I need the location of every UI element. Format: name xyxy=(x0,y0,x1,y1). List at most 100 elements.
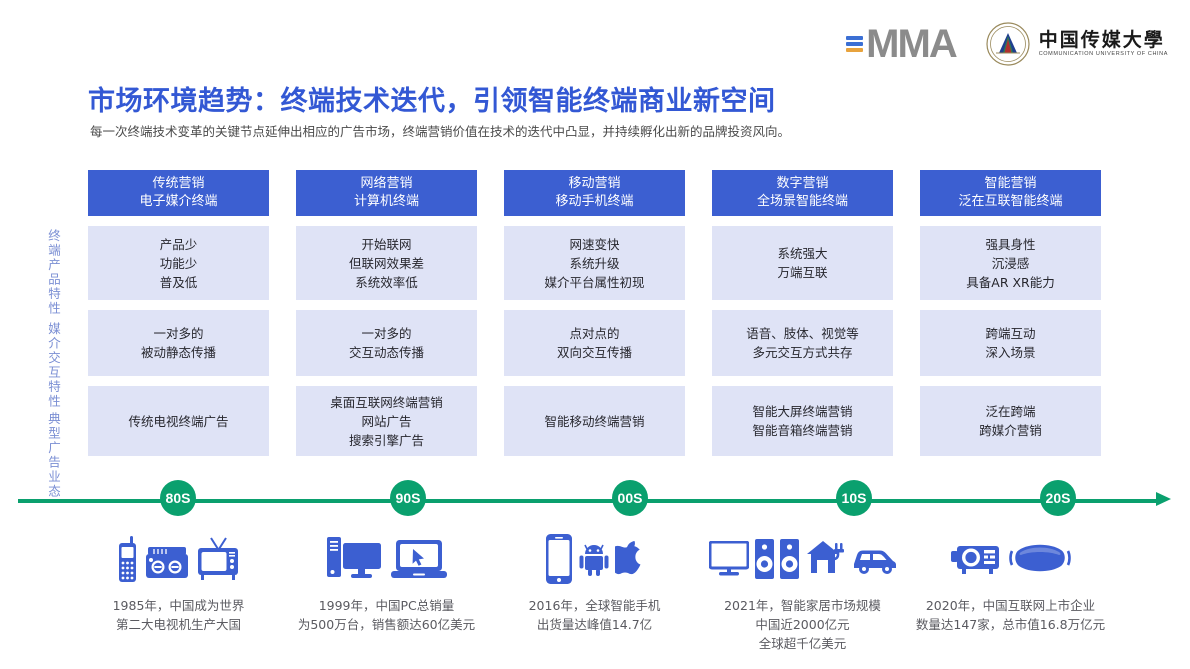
product-cell-1: 开始联网但联网效果差系统效率低 xyxy=(296,226,477,300)
stage-header-line1: 移动营销 xyxy=(568,175,621,191)
matrix-row-adform: 传统电视终端广告 桌面互联网终端营销网站广告搜索引擎广告 智能移动终端营销 智能… xyxy=(88,386,1158,456)
interaction-lines-2: 点对点的双向交互传播 xyxy=(556,326,632,360)
apple-icon xyxy=(614,541,640,575)
mma-wordmark: MMA xyxy=(866,22,958,66)
timeline: 80S 90S 00S 10S 20S xyxy=(18,480,1178,516)
cuc-name-block: 中国传媒大學 COMMUNICATION UNIVERSITY OF CHINA xyxy=(1038,28,1168,58)
timeline-node-20s[interactable]: 20S xyxy=(1040,480,1076,516)
era-icons-4 xyxy=(950,528,1071,590)
adform-cell-4: 泛在跨端跨媒介营销 xyxy=(920,386,1101,456)
stage-header-3: 数字营销全场景智能终端 xyxy=(712,170,893,216)
android-icon xyxy=(579,544,608,576)
stage-header-0: 传统营销电子媒介终端 xyxy=(88,170,269,216)
interaction-lines-1: 一对多的交互动态传播 xyxy=(348,326,424,360)
stage-header-line2: 泛在互联智能终端 xyxy=(958,194,1063,209)
mma-bars-icon xyxy=(846,36,864,52)
product-cell-0: 产品少功能少普及低 xyxy=(88,226,269,300)
era-group-1: 1999年，中国PC总销量为500万台，销售额达60亿美元 xyxy=(296,528,477,653)
stage-header-line1: 数字营销 xyxy=(776,175,829,191)
page-subtitle: 每一次终端技术变革的关键节点延伸出相应的广告市场，终端营销价值在技术的迭代中凸显… xyxy=(90,124,791,139)
product-lines-1: 开始联网但联网效果差系统效率低 xyxy=(348,236,424,290)
speaker-icon xyxy=(779,539,799,579)
era-group-4: 2020年，中国互联网上市企业数量达147家，总市值16.8万亿元 xyxy=(916,528,1105,653)
timeline-node-00s[interactable]: 00S xyxy=(612,480,648,516)
matrix-row-product: 产品少功能少普及低 开始联网但联网效果差系统效率低 网速变快系统升级媒介平台属性… xyxy=(88,226,1158,300)
adform-lines-4: 泛在跨端跨媒介营销 xyxy=(979,404,1042,438)
era-caption-4: 2020年，中国互联网上市企业数量达147家，总市值16.8万亿元 xyxy=(915,598,1106,632)
stage-header-line2: 电子媒介终端 xyxy=(139,194,218,209)
stage-header-4: 智能营销泛在互联智能终端 xyxy=(920,170,1101,216)
row-label-interaction: 媒介交互特性 xyxy=(46,322,61,409)
stage-header-1: 网络营销计算机终端 xyxy=(296,170,477,216)
adform-lines-2: 智能移动终端营销 xyxy=(544,413,645,429)
interaction-cell-4: 跨端互动深入场景 xyxy=(920,310,1101,376)
stage-header-line2: 全场景智能终端 xyxy=(756,194,848,209)
interaction-cell-1: 一对多的交互动态传播 xyxy=(296,310,477,376)
product-lines-3: 系统强大万端互联 xyxy=(777,246,828,280)
speaker-icon xyxy=(754,539,774,579)
page-title: 市场环境趋势：终端技术迭代，引领智能终端商业新空间 xyxy=(88,86,776,117)
interaction-lines-3: 语音、肢体、视觉等多元交互方式共存 xyxy=(746,326,859,360)
product-lines-2: 网速变快系统升级媒介平台属性初现 xyxy=(544,236,645,290)
timeline-node-90s[interactable]: 90S xyxy=(390,480,426,516)
row-label-adform: 典型广告业态 xyxy=(46,412,61,499)
era-group-3: 2021年，智能家居市场规模中国近2000亿元全球超千亿美元 xyxy=(708,528,896,653)
product-cell-4: 强具身性沉浸感具备AR XR能力 xyxy=(920,226,1101,300)
projector-icon xyxy=(950,546,999,574)
product-lines-0: 产品少功能少普及低 xyxy=(159,236,198,290)
laptop-cursor-icon xyxy=(390,540,447,578)
smart-tv-icon xyxy=(708,541,749,576)
adform-lines-0: 传统电视终端广告 xyxy=(128,413,229,429)
cuc-logo: 中国传媒大學 COMMUNICATION UNIVERSITY OF CHINA xyxy=(986,22,1168,66)
adform-cell-1: 桌面互联网终端营销网站广告搜索引擎广告 xyxy=(296,386,477,456)
era-icons-1 xyxy=(326,528,447,590)
adform-cell-0: 传统电视终端广告 xyxy=(88,386,269,456)
interaction-lines-0: 一对多的被动静态传播 xyxy=(140,326,216,360)
row-label-axis: 终端产品特性 媒介交互特性 典型广告业态 xyxy=(44,228,70,500)
timeline-node-10s[interactable]: 10S xyxy=(836,480,872,516)
mobile-phone-icon xyxy=(118,536,136,582)
timeline-line xyxy=(18,499,1158,503)
era-illustrations: 1985年，中国成为世界第二大电视机生产大国 xyxy=(88,528,1158,653)
stage-matrix: 传统营销电子媒介终端 网络营销计算机终端 移动营销移动手机终端 数字营销全场景智… xyxy=(88,170,1158,456)
era-group-0: 1985年，中国成为世界第二大电视机生产大国 xyxy=(88,528,269,653)
era-caption-1: 1999年，中国PC总销量为500万台，销售额达60亿美元 xyxy=(297,598,476,632)
interaction-cell-2: 点对点的双向交互传播 xyxy=(504,310,685,376)
desktop-computer-icon xyxy=(326,537,381,578)
timeline-node-80s[interactable]: 80S xyxy=(160,480,196,516)
adform-cell-2: 智能移动终端营销 xyxy=(504,386,685,456)
product-lines-4: 强具身性沉浸感具备AR XR能力 xyxy=(966,236,1055,290)
stage-header-line2: 计算机终端 xyxy=(353,194,419,209)
product-cell-2: 网速变快系统升级媒介平台属性初现 xyxy=(504,226,685,300)
cuc-seal-icon xyxy=(986,22,1030,66)
era-icons-3 xyxy=(708,528,897,590)
matrix-row-interaction: 一对多的被动静态传播 一对多的交互动态传播 点对点的双向交互传播 语音、肢体、视… xyxy=(88,310,1158,376)
product-cell-3: 系统强大万端互联 xyxy=(712,226,893,300)
smart-home-icon xyxy=(806,541,844,573)
stage-header-2: 移动营销移动手机终端 xyxy=(504,170,685,216)
mma-logo: MMA xyxy=(846,22,958,66)
logo-bar: MMA 中国传媒大學 COMMUNICATION UNIVERSITY OF C… xyxy=(846,22,1168,66)
vr-headset-icon xyxy=(1008,544,1071,572)
row-label-product: 终端产品特性 xyxy=(46,228,61,316)
era-icons-0 xyxy=(117,528,241,590)
era-caption-2: 2016年，全球智能手机出货量达峰值14.7亿 xyxy=(528,598,661,632)
adform-lines-1: 桌面互联网终端营销网站广告搜索引擎广告 xyxy=(330,394,443,448)
timeline-arrow-icon xyxy=(1156,492,1171,506)
stage-header-line1: 智能营销 xyxy=(984,175,1037,191)
stage-header-line1: 网络营销 xyxy=(360,175,413,191)
era-icons-2 xyxy=(545,528,645,590)
era-caption-3: 2021年，智能家居市场规模中国近2000亿元全球超千亿美元 xyxy=(724,598,881,651)
crt-tv-icon xyxy=(197,537,238,580)
matrix-header-row: 传统营销电子媒介终端 网络营销计算机终端 移动营销移动手机终端 数字营销全场景智… xyxy=(88,170,1158,216)
interaction-cell-0: 一对多的被动静态传播 xyxy=(88,310,269,376)
cuc-name-en: COMMUNICATION UNIVERSITY OF CHINA xyxy=(1038,50,1168,57)
smart-car-icon xyxy=(853,550,896,574)
era-caption-0: 1985年，中国成为世界第二大电视机生产大国 xyxy=(112,598,245,632)
interaction-cell-3: 语音、肢体、视觉等多元交互方式共存 xyxy=(712,310,893,376)
smartphone-icon xyxy=(545,534,572,584)
cuc-name-cn: 中国传媒大學 xyxy=(1038,28,1165,51)
stage-header-line2: 移动手机终端 xyxy=(555,194,634,209)
adform-cell-3: 智能大屏终端营销智能音箱终端营销 xyxy=(712,386,893,456)
